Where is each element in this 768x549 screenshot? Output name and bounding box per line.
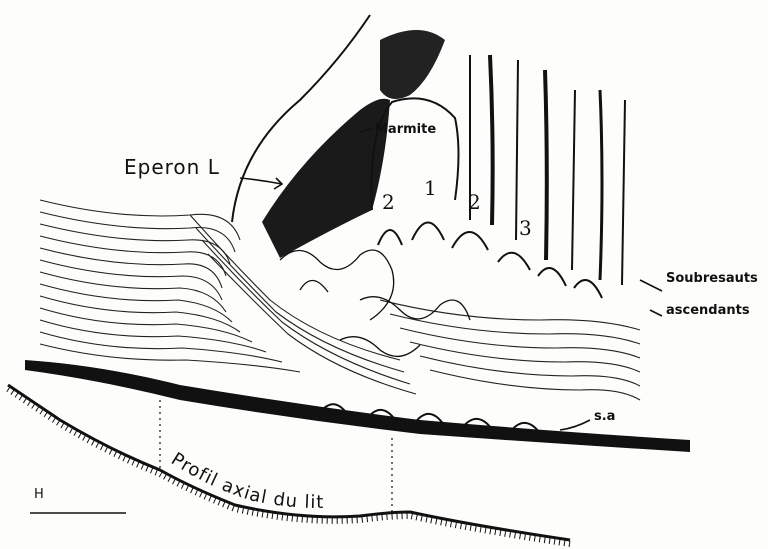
label-profil-text: Profil axial du lit xyxy=(167,449,324,513)
label-profil-axial: Profil axial du lit xyxy=(167,449,324,513)
